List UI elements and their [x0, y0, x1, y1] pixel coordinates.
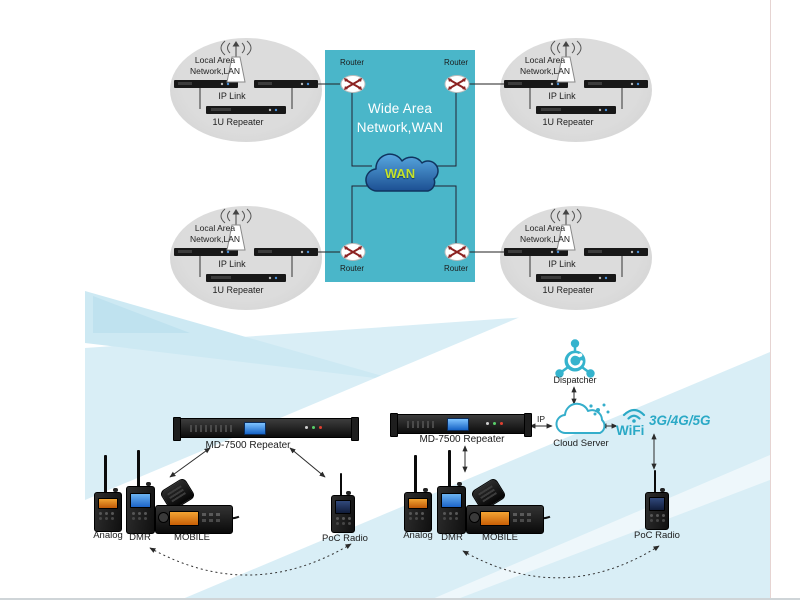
analog-label-left: Analog: [93, 530, 123, 541]
router-icon: [340, 243, 366, 261]
ip-link-label: IP Link: [548, 91, 576, 101]
lan-devices-art: [174, 208, 318, 282]
router-label: Router: [443, 58, 468, 67]
repeater-label-left: MD-7500 Repeater: [205, 440, 291, 451]
analog-radio-right: [404, 455, 432, 533]
photo-edge-line: [770, 0, 771, 600]
repeater-1u-label: 1U Repeater: [212, 285, 264, 295]
router-label: Router: [443, 264, 468, 273]
ip-link-label: IP Link: [218, 259, 246, 269]
router-icon: [444, 243, 470, 261]
mobile-label-right: MOBILE: [482, 532, 518, 543]
wifi-label: WiFi: [616, 423, 645, 438]
repeater-1u-label: 1U Repeater: [542, 117, 594, 127]
photo-bottom-line: [0, 598, 800, 600]
cellular-label: 3G/4G/5G: [649, 413, 711, 428]
repeater-1u-label: 1U Repeater: [542, 285, 594, 295]
md7500-repeater-right: [390, 413, 532, 437]
repeater-label-right: MD-7500 Repeater: [419, 434, 505, 445]
antenna-icon: [220, 40, 252, 83]
repeater-1u-label: 1U Repeater: [212, 117, 264, 127]
mobile-radio-right: [466, 477, 561, 535]
wifi-icon: [622, 408, 646, 423]
lan-bubble-bottom-right: Local Area Network,LAN IP Link 1U Repeat…: [500, 206, 652, 310]
poc-radio-right: [645, 470, 669, 530]
antenna-icon: [550, 208, 582, 251]
mobile-radio-left: [155, 477, 250, 535]
antenna-icon: [220, 208, 252, 251]
wan-title: Wide Area Network,WAN: [325, 99, 475, 137]
lan-ellipse: [170, 206, 322, 310]
lan-title: Local Area Network,LAN: [189, 223, 241, 244]
lan-ellipse: [170, 38, 322, 142]
router-icon: [340, 75, 366, 93]
wan-title-line1: Wide Area: [367, 101, 433, 116]
dmr-label-right: DMR: [441, 532, 463, 543]
dispatcher-icon: [555, 339, 595, 378]
router-label: Router: [339, 58, 364, 67]
ip-link-label: IP Link: [218, 91, 246, 101]
repeater-display: [447, 418, 469, 431]
dmr-radio-right: [437, 450, 466, 534]
lan-title: Local Area Network,LAN: [519, 223, 571, 244]
router-icon: [444, 75, 470, 93]
dmr-label-left: DMR: [129, 532, 151, 543]
lan-devices-art: [504, 40, 648, 114]
poc-radio-left: [331, 473, 355, 533]
ip-link-label: IP Link: [548, 259, 576, 269]
router-label: Router: [339, 264, 364, 273]
wan-cloud-label: WAN: [384, 166, 416, 181]
analog-radio-left: [94, 455, 122, 533]
lan-bubble-top-left: Local Area Network,LAN IP Link 1U Repeat…: [170, 38, 322, 142]
poc-label-right: PoC Radio: [634, 530, 680, 541]
lan-devices-art: [174, 40, 318, 114]
ip-label: IP: [537, 414, 546, 424]
cloud-server-label: Cloud Server: [553, 438, 609, 449]
repeater-display: [244, 422, 266, 435]
wan-title-line2: Network,WAN: [356, 120, 444, 135]
wan-cloud-icon: [365, 153, 439, 192]
md7500-repeater-left: [173, 417, 359, 441]
dispatcher-label: Dispatcher: [553, 375, 597, 385]
lan-title: Local Area Network,LAN: [189, 55, 241, 76]
dmr-radio-left: [126, 450, 155, 534]
lan-ellipse: [500, 206, 652, 310]
cloud-server-icon: [555, 402, 610, 435]
lan-title: Local Area Network,LAN: [519, 55, 571, 76]
lan-bubble-bottom-left: Local Area Network,LAN IP Link 1U Repeat…: [170, 206, 322, 310]
analog-label-right: Analog: [403, 530, 433, 541]
mobile-label-left: MOBILE: [174, 532, 210, 543]
poc-label-left: PoC Radio: [322, 533, 368, 544]
lan-ellipse: [500, 38, 652, 142]
antenna-icon: [550, 40, 582, 83]
lan-devices-art: [504, 208, 648, 282]
lan-bubble-top-right: Local Area Network,LAN IP Link 1U Repeat…: [500, 38, 652, 142]
